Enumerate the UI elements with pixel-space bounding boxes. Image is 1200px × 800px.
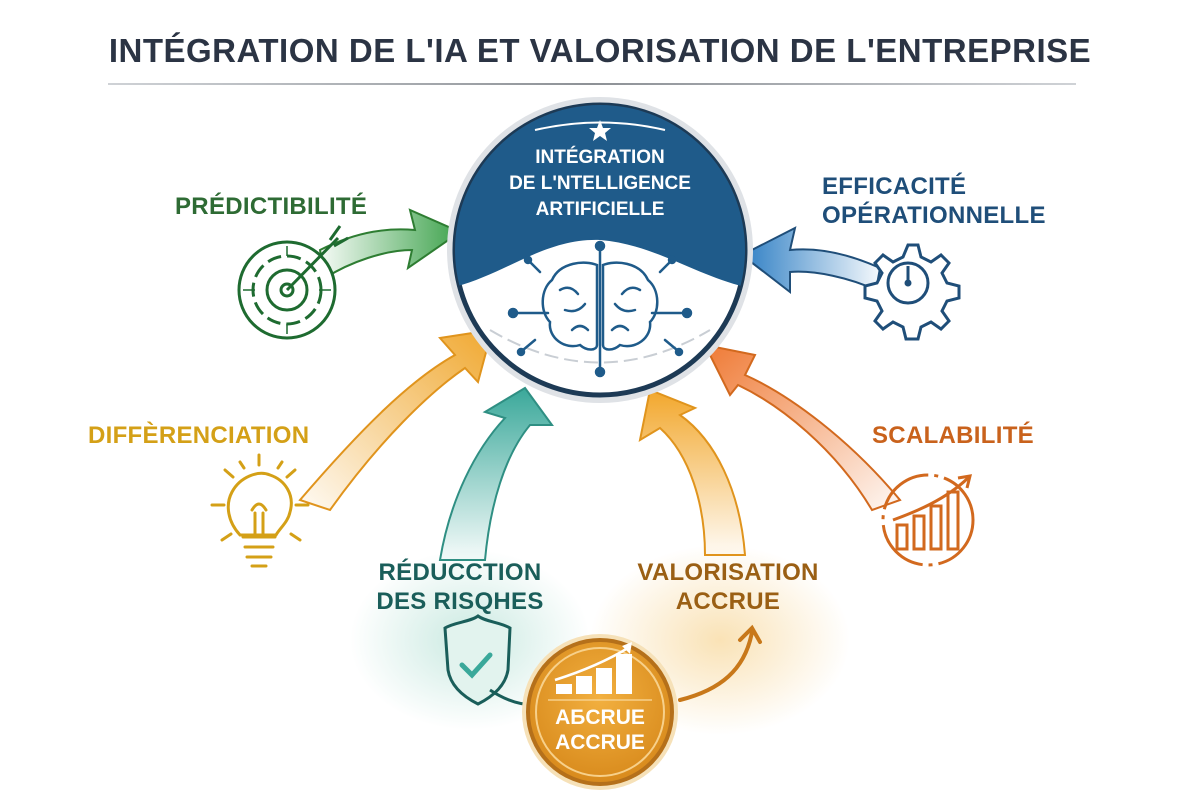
growth-chart-icon xyxy=(881,473,975,567)
center-title-line2: DE L'NTELLIGENCE xyxy=(509,173,691,194)
lightbulb-icon xyxy=(210,453,310,568)
arrow-differenciation xyxy=(298,328,494,512)
coin-text-line1: AБCRUE xyxy=(555,706,645,729)
coin-text-line2: ACCRUE xyxy=(555,731,645,754)
label-scalabilite-line1: SCALABILITÉ xyxy=(872,422,1034,449)
label-efficacite-line1: EFFICACITÉ xyxy=(822,173,967,200)
arrow-predictibilite xyxy=(318,208,463,280)
label-efficacite: EFFICACITÉ OPÉRATIONNELLE xyxy=(822,172,1046,230)
label-differenciation-line1: DIFFÈRENCIATION xyxy=(88,422,310,449)
label-efficacite-line2: OPÉRATIONNELLE xyxy=(822,202,1046,229)
coin-text: AБCRUE ACCRUE xyxy=(520,705,680,755)
label-valorisation-line1: VALORISATION xyxy=(637,559,819,586)
arrow-reduction xyxy=(438,386,554,561)
arrow-scalabilite xyxy=(703,343,902,512)
label-valorisation-line2: ACCRUE xyxy=(675,588,781,615)
page-title: INTÉGRATION DE L'IA ET VALORISATION DE L… xyxy=(108,32,1092,69)
target-arrow-icon xyxy=(237,225,349,340)
label-reduction: RÉDUCCTION DES RISQHES xyxy=(370,558,550,616)
center-title: INTÉGRATION DE L'NTELLIGENCE ARTIFICIELL… xyxy=(490,145,710,223)
label-predictibilite-line1: PRÉDICTIBILITÉ xyxy=(175,193,368,220)
arrow-valorisation xyxy=(638,388,747,556)
label-differenciation: DIFFÈRENCIATION xyxy=(88,421,309,450)
curved-arrow-icon xyxy=(678,624,762,702)
arrow-efficacite xyxy=(740,226,882,295)
bar-chart-up-icon xyxy=(548,642,652,701)
label-scalabilite: SCALABILITÉ xyxy=(872,421,1034,450)
label-reduction-line1: RÉDUCCTION xyxy=(378,559,542,586)
title-divider xyxy=(108,83,1076,85)
label-valorisation: VALORISATION ACCRUE xyxy=(628,558,828,616)
brain-circuit-icon xyxy=(507,240,693,378)
label-predictibilite: PRÉDICTIBILITÉ xyxy=(175,192,367,221)
gear-clock-icon xyxy=(863,243,961,341)
center-title-line3: ARTIFICIELLE xyxy=(535,199,665,220)
center-title-line1: INTÉGRATION xyxy=(535,147,665,168)
label-reduction-line2: DES RISQHES xyxy=(376,588,544,615)
